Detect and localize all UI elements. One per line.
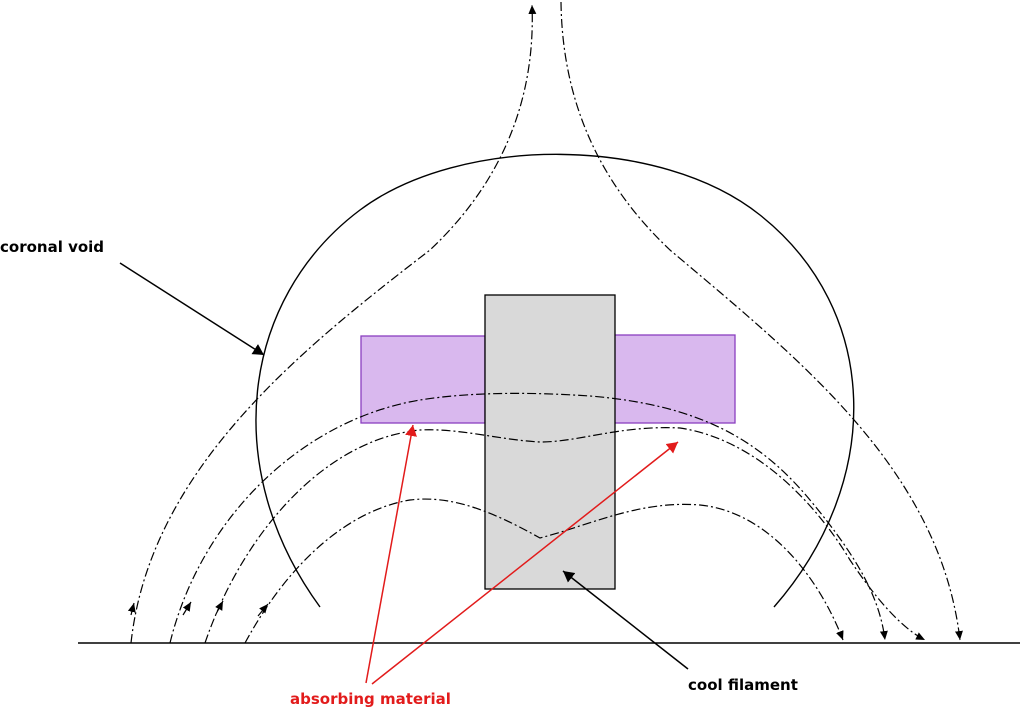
absorbing-material-left — [360, 335, 486, 424]
cool-filament-label: cool filament — [688, 676, 798, 694]
open-field-line-right — [560, 1, 963, 641]
upflow-arrow-4 — [257, 603, 269, 617]
coronal-void-label: coronal void — [0, 238, 104, 256]
absorbing-pointer-left — [365, 424, 417, 684]
closed-field-line-2 — [204, 427, 926, 644]
upflow-arrow-3 — [215, 600, 224, 615]
cool-filament-pointer — [562, 570, 689, 670]
closed-field-line-1 — [169, 392, 888, 644]
coronal-void-dome — [255, 153, 855, 608]
coronal-void-pointer — [119, 262, 265, 356]
absorbing-material-label: absorbing material — [290, 690, 451, 708]
absorbing-material-right — [613, 334, 736, 424]
upflow-arrow-2 — [182, 601, 192, 616]
upflow-arrow-1 — [127, 602, 136, 616]
closed-field-line-3 — [244, 498, 844, 644]
absorbing-pointer-right — [371, 441, 679, 685]
open-field-line-left — [130, 4, 537, 644]
